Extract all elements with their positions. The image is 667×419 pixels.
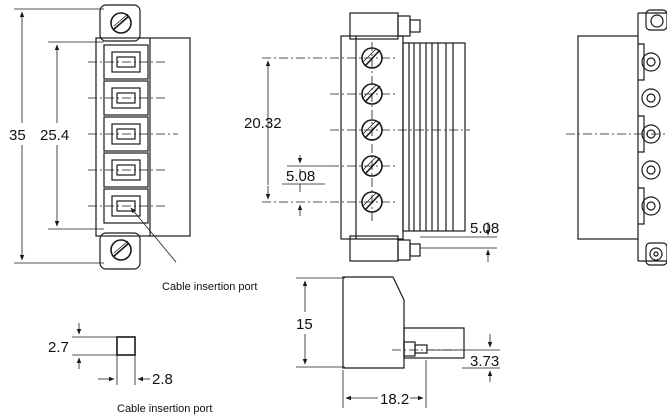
side-view: 20.32 5.08 5.08 xyxy=(244,12,499,262)
front-centerlines xyxy=(88,61,178,207)
profile-screw xyxy=(403,327,465,359)
profile-body xyxy=(342,276,405,369)
dim-pitch-left-label: 5.08 xyxy=(286,168,315,185)
dim-label-mask xyxy=(6,123,86,145)
port-leader-line xyxy=(130,207,177,263)
dim-2-8-lines xyxy=(98,355,150,385)
dim-pitch-right-label: 5.08 xyxy=(470,220,499,237)
port-detail-caption: Cable insertion port xyxy=(117,403,212,415)
dim-20-32-label: 20.32 xyxy=(244,115,282,132)
dim-2-7-lines xyxy=(72,323,117,369)
port-square xyxy=(116,336,136,356)
front-body xyxy=(95,4,191,270)
dim-3-73-label: 3.73 xyxy=(470,353,499,370)
port-detail-view: 2.7 2.8 Cable insertion port xyxy=(48,323,212,415)
partial-body xyxy=(577,35,639,240)
front-port-caption: Cable insertion port xyxy=(162,281,257,293)
side-body xyxy=(340,12,466,262)
front-view: 35 25.4 Cable insertion port xyxy=(6,4,257,293)
dim-35-label: 35 xyxy=(9,127,26,144)
side-centerlines xyxy=(262,42,470,222)
dim-pitch-right-lines xyxy=(420,222,497,262)
dim-2-8-label: 2.8 xyxy=(152,371,173,388)
partial-pins xyxy=(638,9,667,266)
dim-18-2-label: 18.2 xyxy=(380,391,409,408)
front-flange-screws xyxy=(110,12,132,261)
dim-18-2-lines xyxy=(342,360,427,408)
dim-25-4-label: 25.4 xyxy=(40,127,69,144)
dim-2-7-label: 2.7 xyxy=(48,339,69,356)
partial-pin-view xyxy=(566,9,667,266)
dim-pitch-left-lines xyxy=(265,155,330,216)
side-profile-view: 15 3.73 18.2 xyxy=(294,276,500,408)
dim-3-73-lines xyxy=(429,334,500,382)
dim-15-label: 15 xyxy=(296,316,313,333)
